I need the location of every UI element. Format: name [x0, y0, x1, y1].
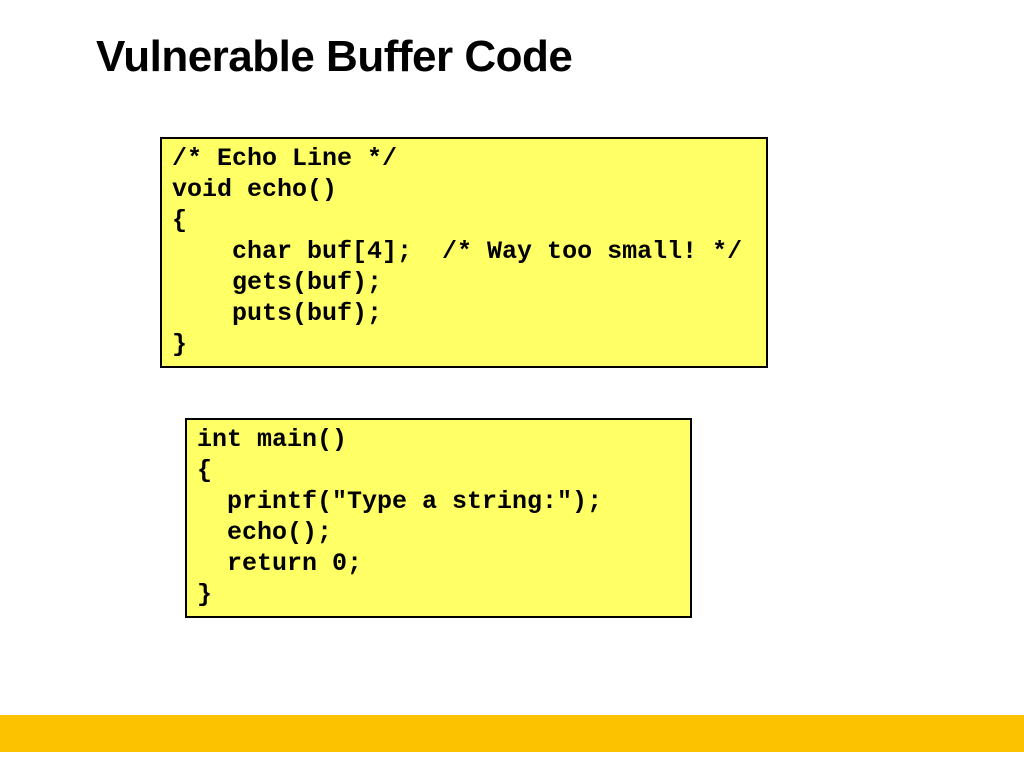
footer-accent-bar: [0, 715, 1024, 752]
slide-title: Vulnerable Buffer Code: [96, 32, 573, 81]
code-box-main-function: int main() { printf("Type a string:"); e…: [185, 418, 692, 618]
code-echo-function: /* Echo Line */ void echo() { char buf[4…: [172, 144, 743, 359]
code-box-echo-function: /* Echo Line */ void echo() { char buf[4…: [160, 137, 768, 368]
code-main-function: int main() { printf("Type a string:"); e…: [197, 425, 603, 609]
